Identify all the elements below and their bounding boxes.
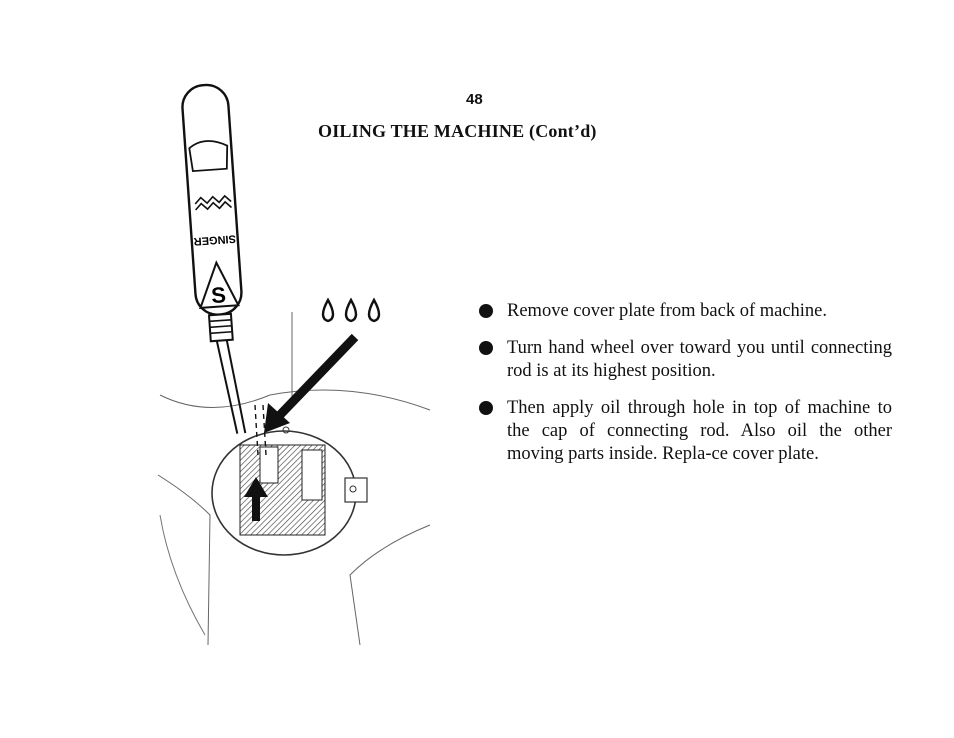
oil-hole [282,426,290,434]
instruction-step: Then apply oil through hole in top of ma… [479,397,892,466]
up-arrow-icon [244,477,268,521]
oiler-brand-text: SINGER [193,232,236,247]
bullet-icon [479,304,493,318]
step-text: Turn hand wheel over toward you until co… [507,338,892,381]
step-text: Remove cover plate from back of machine. [507,301,828,321]
oiler-icon: SINGER S [181,83,247,434]
pointer-arrow-icon [264,333,359,433]
oil-drop-icon [321,297,381,323]
step-text: Then apply oil through hole in top of ma… [507,398,892,464]
instruction-list: Remove cover plate from back of machine.… [479,300,892,480]
machine-top-outline [159,389,431,411]
machine-lower-left-outline [159,514,206,636]
instruction-step: Turn hand wheel over toward you until co… [479,337,892,383]
oiling-illustration: SINGER S [157,83,431,645]
oiler-logo-letter: S [210,282,226,308]
instruction-step: Remove cover plate from back of machine. [479,300,892,323]
bullet-icon [479,401,493,415]
machine-left-outline [157,474,211,645]
page-number: 48 [466,91,483,108]
page-title: OILING THE MACHINE (Cont’d) [318,121,597,141]
machine-lower-right-outline [349,524,431,645]
bullet-icon [479,341,493,355]
